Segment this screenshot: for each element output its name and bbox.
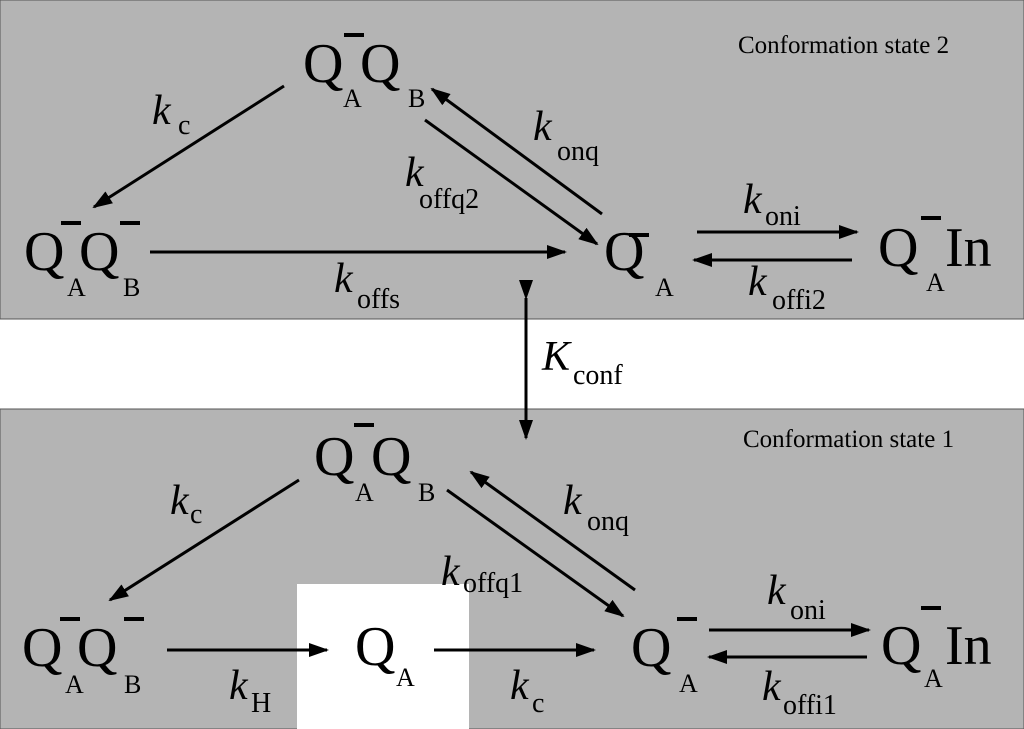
svg-text:Q: Q — [371, 426, 411, 488]
svg-text:A: A — [67, 273, 86, 302]
svg-text:A: A — [65, 670, 84, 699]
svg-text:In: In — [945, 615, 992, 677]
svg-text:k: k — [510, 663, 530, 709]
species-qa-minus-qb-minus-state1: Q A Q B — [22, 617, 144, 699]
svg-text:k: k — [762, 664, 782, 710]
label-koffs: k offs — [334, 256, 400, 315]
species-qa-minus-in-state2: Q A In — [878, 216, 992, 297]
svg-text:k: k — [743, 177, 763, 223]
svg-text:K: K — [541, 334, 572, 380]
svg-text:k: k — [229, 663, 249, 709]
svg-text:k: k — [170, 478, 190, 524]
species-qa-minus-state2: Q A — [604, 221, 674, 302]
label-koni-state2: k oni — [743, 177, 801, 232]
svg-text:Q: Q — [631, 617, 671, 679]
label-koffi2: k offi2 — [748, 259, 826, 316]
species-qa-minus-qb-minus-state2: Q A Q B — [24, 221, 140, 302]
label-kc-qa: k c — [510, 663, 544, 719]
svg-text:c: c — [532, 688, 544, 719]
svg-text:A: A — [926, 268, 945, 297]
svg-text:k: k — [533, 104, 553, 150]
panel-state1 — [0, 408, 1024, 729]
svg-text:Q: Q — [355, 616, 395, 678]
svg-text:Q: Q — [881, 615, 921, 677]
svg-text:Q: Q — [604, 221, 644, 283]
svg-text:conf: conf — [573, 360, 623, 391]
svg-text:B: B — [123, 273, 140, 302]
label-kc-state2: k c — [152, 88, 190, 141]
svg-text:k: k — [334, 256, 354, 302]
svg-text:A: A — [343, 84, 362, 113]
svg-text:offi1: offi1 — [783, 690, 837, 721]
svg-text:oni: oni — [790, 595, 826, 626]
svg-text:k: k — [563, 478, 583, 524]
arrow-koffq2 — [424, 118, 599, 246]
svg-text:Q: Q — [22, 617, 62, 679]
arrow-konq-state1 — [469, 470, 636, 592]
svg-text:Q: Q — [314, 426, 354, 488]
svg-text:offi2: offi2 — [772, 285, 826, 316]
label-koffq2: k offq2 — [405, 150, 479, 215]
species-qa-minus-state1: Q A — [631, 617, 698, 698]
svg-text:Q: Q — [360, 33, 400, 95]
species-qa-state1: Q A — [355, 616, 415, 692]
label-kconf: K conf — [541, 334, 623, 391]
svg-text:A: A — [655, 273, 674, 302]
svg-text:offs: offs — [357, 284, 400, 315]
species-qa-minus-in-state1: Q A In — [881, 606, 992, 693]
svg-text:H: H — [251, 688, 271, 719]
svg-text:k: k — [767, 568, 787, 614]
species-qa-minus-qb-state1: Q A Q B — [314, 423, 435, 507]
svg-text:Q: Q — [878, 217, 918, 279]
species-qa-minus-qb-state2: Q A Q B — [303, 33, 425, 113]
state1-title: Conformation state 1 — [743, 426, 954, 453]
svg-text:c: c — [178, 110, 190, 141]
svg-text:offq2: offq2 — [419, 184, 479, 215]
arrow-kc-state1 — [108, 478, 300, 602]
svg-text:B: B — [124, 670, 141, 699]
arrow-konq-state2 — [430, 87, 603, 216]
label-konq-state2: k onq — [533, 104, 599, 167]
arrow-koffq1 — [446, 488, 625, 618]
svg-text:A: A — [924, 664, 943, 693]
label-koni-state1: k oni — [767, 568, 826, 626]
state2-title: Conformation state 2 — [738, 32, 949, 59]
svg-text:A: A — [396, 663, 415, 692]
svg-text:oni: oni — [765, 201, 801, 232]
svg-text:k: k — [405, 150, 425, 196]
arrow-kc-state2 — [92, 84, 285, 209]
label-kh: k H — [229, 663, 271, 719]
label-kc-state1: k c — [170, 478, 202, 530]
svg-text:k: k — [152, 88, 172, 134]
svg-text:k: k — [748, 259, 768, 305]
label-konq-state1: k onq — [563, 478, 629, 537]
svg-text:A: A — [355, 478, 374, 507]
svg-text:Q: Q — [79, 221, 119, 283]
svg-text:k: k — [441, 549, 461, 595]
svg-text:Q: Q — [24, 221, 64, 283]
svg-text:onq: onq — [587, 506, 629, 537]
svg-text:onq: onq — [557, 136, 599, 167]
svg-text:offq1: offq1 — [463, 568, 523, 599]
svg-text:B: B — [418, 478, 435, 507]
label-koffq1: k offq1 — [441, 549, 523, 599]
svg-text:Q: Q — [77, 617, 117, 679]
svg-text:Q: Q — [303, 33, 343, 95]
svg-text:B: B — [408, 84, 425, 113]
svg-text:In: In — [945, 217, 992, 279]
label-koffi1: k offi1 — [762, 664, 837, 721]
svg-text:c: c — [190, 499, 202, 530]
svg-text:A: A — [679, 669, 698, 698]
